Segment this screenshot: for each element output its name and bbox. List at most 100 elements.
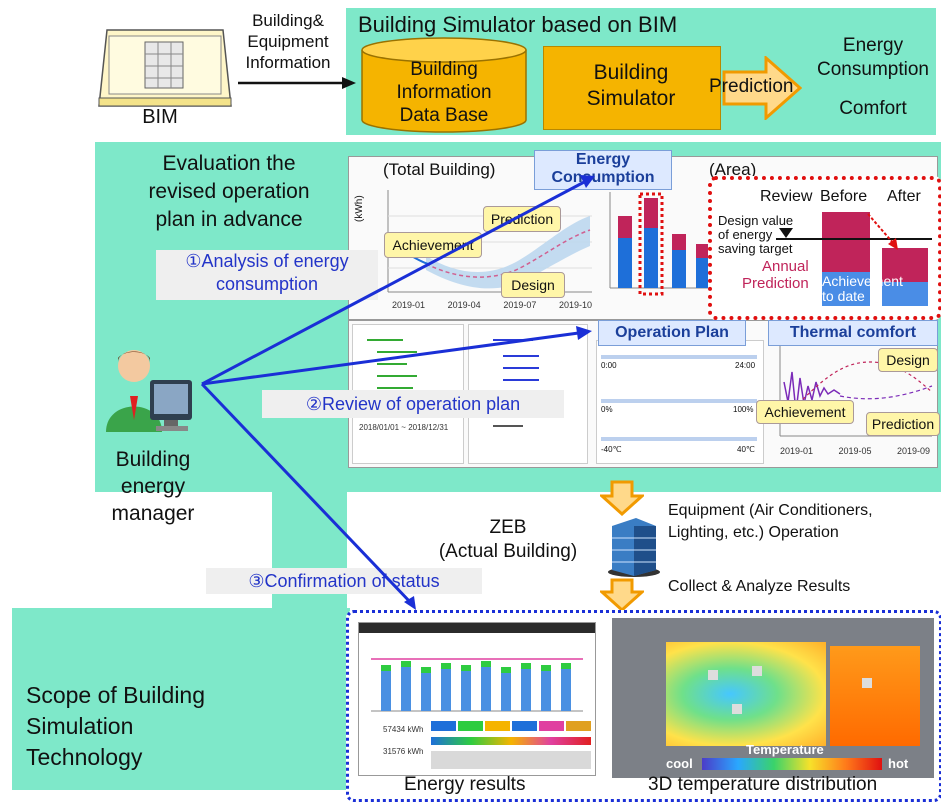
sliders-pane: 0:00 24:00 0% 100% -40℃ 40℃	[596, 340, 764, 464]
legend-chip	[458, 721, 483, 731]
zeb-label: ZEB (Actual Building)	[438, 517, 578, 562]
ac-unit	[752, 666, 762, 676]
simulator-label: Building Simulator	[586, 61, 676, 110]
time-end: 24:00	[735, 361, 756, 370]
review-label: Review	[760, 188, 813, 205]
results-header-bar	[359, 623, 595, 633]
pct-end: 100%	[733, 405, 754, 414]
manager-icon	[106, 350, 192, 432]
legend-chip	[431, 721, 456, 731]
date-range: 2018/01/01 ~ 2018/12/31	[359, 423, 449, 432]
equipment-label: Equipment (Air Conditioners, Lighting, e…	[668, 502, 873, 541]
legend-chip	[485, 721, 510, 731]
temp-distribution-label: 3D temperature distribution	[648, 774, 878, 795]
after-label: After	[887, 188, 921, 205]
temperature-screenshot: Temperature cool hot	[612, 618, 934, 778]
tree-row	[377, 375, 417, 377]
prediction-arrow	[722, 56, 802, 120]
energy-results-label: Energy results	[404, 774, 526, 795]
tree-row	[377, 363, 407, 365]
time-start: 0:00	[601, 361, 617, 370]
down-arrow-1	[600, 480, 644, 516]
kwh-value-1: 57434 kWh	[383, 725, 424, 734]
temp-start: -40℃	[601, 445, 622, 454]
temp-end: 40℃	[737, 445, 755, 454]
pct-slider[interactable]	[601, 399, 757, 403]
after-bar-bottom	[882, 282, 928, 306]
outputs-comfort: Comfort	[839, 98, 907, 119]
collect-label: Collect & Analyze Results	[668, 578, 851, 595]
simulator-block	[543, 46, 721, 130]
top-title: Building Simulator based on BIM	[358, 12, 678, 37]
target-marker	[779, 228, 793, 238]
input-label: Building& Equipment Information	[245, 11, 331, 72]
results-legend-row	[431, 721, 591, 731]
time-slider[interactable]	[601, 355, 757, 359]
operation-plan-chip: Operation Plan	[598, 320, 746, 346]
tc-design-callout: Design	[878, 348, 938, 372]
evaluation-heading: Evaluation the revised operation plan in…	[148, 152, 310, 231]
after-bar-top	[882, 248, 928, 282]
database-cylinder	[361, 37, 527, 133]
total-x-ticks: 2019-01 2019-04 2019-07 2019-10	[392, 300, 592, 310]
pct-start: 0%	[601, 405, 613, 414]
hot-label: hot	[888, 756, 909, 771]
tc-x-ticks: 2019-01 2019-05 2019-09	[780, 446, 930, 456]
thermal-comfort-chart	[779, 346, 933, 437]
before-label: Before	[820, 188, 868, 205]
tree-row	[493, 425, 523, 427]
tree-row	[503, 367, 539, 369]
before-bar-bottom	[822, 272, 870, 306]
cool-label: cool	[666, 756, 693, 771]
design-value-label: Design value of energy saving target	[718, 213, 794, 256]
tree-row	[367, 339, 403, 341]
bim-label: BIM	[142, 106, 178, 128]
input-arrow	[238, 77, 356, 89]
temp-color-scale	[702, 758, 882, 770]
tree-row	[503, 355, 539, 357]
kwh-value-2: 31576 kWh	[383, 747, 424, 756]
floor-cool-zone	[666, 642, 826, 746]
review-red-arrow	[867, 213, 898, 250]
design-callout: Design	[501, 272, 565, 298]
tree-row	[503, 379, 539, 381]
down-arrow-2	[600, 578, 644, 612]
temperature-label: Temperature	[746, 742, 824, 757]
legend-chip	[512, 721, 537, 731]
step3-label: ③Confirmation of status	[206, 568, 482, 594]
total-building-label: (Total Building)	[383, 160, 496, 179]
outputs-energy: Energy Consumption	[817, 35, 929, 80]
results-bar-chart	[371, 658, 583, 712]
prediction-label: Prediction	[709, 76, 794, 97]
temp-slider[interactable]	[601, 437, 757, 441]
database-label: Building Information Data Base	[396, 59, 492, 126]
tc-prediction-callout: Prediction	[866, 412, 940, 436]
area-label: (Area)	[709, 160, 757, 179]
results-color-strip	[431, 737, 591, 745]
annual-prediction-label: Annual Prediction	[742, 258, 809, 292]
legend-chip	[566, 721, 591, 731]
scope-label: Scope of Building Simulation Technology	[26, 682, 206, 770]
step1-label: ①Analysis of energy consumption	[156, 250, 378, 300]
ac-unit	[708, 670, 718, 680]
ac-unit	[862, 678, 872, 688]
energy-results-screenshot: 57434 kWh 31576 kWh	[358, 622, 596, 776]
bim-icon	[98, 29, 232, 107]
floor-hot-zone	[830, 646, 920, 746]
results-grey-block	[431, 751, 591, 769]
step2-label: ②Review of operation plan	[262, 390, 564, 418]
achievement-to-date-label: Achievement to date	[822, 273, 903, 304]
area-bar-chart	[609, 192, 718, 296]
achievement-callout: Achievement	[384, 232, 482, 258]
tc-achievement-callout: Achievement	[756, 400, 854, 424]
before-bar-top	[822, 212, 870, 272]
legend-chip	[539, 721, 564, 731]
thermal-comfort-chip: Thermal comfort	[768, 320, 938, 346]
tree-row	[377, 387, 413, 389]
tree-row	[377, 351, 417, 353]
ac-unit	[732, 704, 742, 714]
energy-consumption-chip: Energy Consumption	[534, 150, 672, 190]
target-line	[776, 238, 932, 240]
zeb-building-icon	[608, 518, 660, 577]
